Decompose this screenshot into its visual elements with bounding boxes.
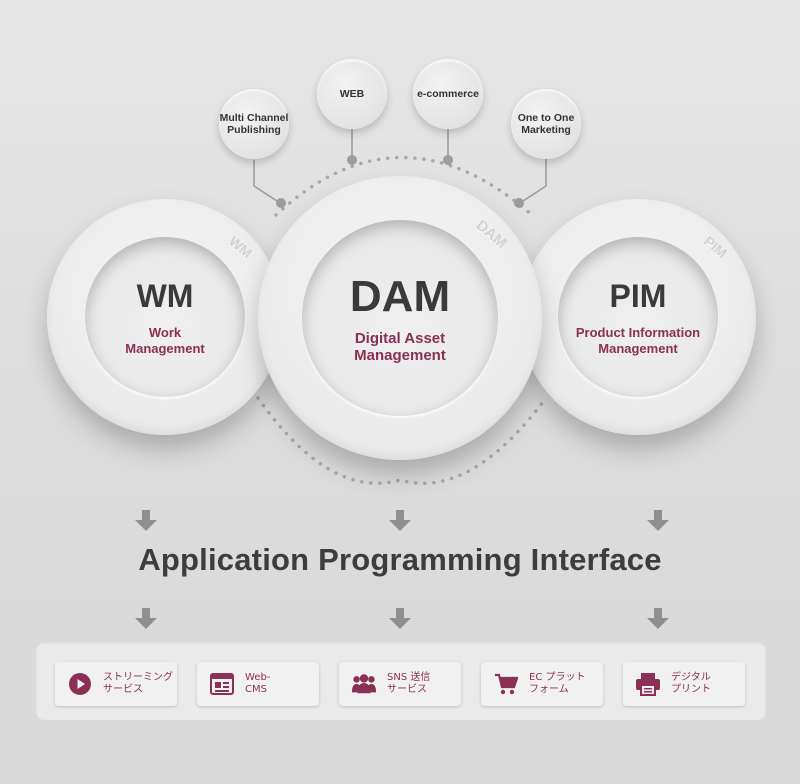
module-abbr-pim: PIM — [609, 277, 667, 314]
module-name-wm: Work Management — [125, 324, 205, 356]
bubble-multi-channel-publishing: Multi Channel Publishing — [219, 89, 289, 159]
down-arrow-icon — [389, 608, 411, 629]
bubble-one-to-one-marketing: One to One Marketing — [511, 89, 581, 159]
ring-pim: PIM PIM Product Information Management — [520, 199, 756, 435]
browser-icon — [209, 671, 235, 697]
ring-wm: WM WM Work Management — [47, 199, 283, 435]
ring-pim-center: PIM Product Information Management — [558, 237, 718, 397]
down-arrow-icon — [647, 510, 669, 531]
output-card-sns: SNS 送信 サービス — [339, 662, 461, 706]
printer-icon — [635, 671, 661, 697]
bubble-web: WEB — [317, 59, 387, 129]
down-arrow-icon — [135, 510, 157, 531]
module-name-pim: Product Information Management — [575, 324, 701, 356]
output-card-webcms: Web- CMS — [197, 662, 319, 706]
connector-multichannel — [253, 160, 281, 204]
api-title: Application Programming Interface — [138, 542, 662, 577]
bubble-label: e-commerce — [417, 88, 479, 100]
ring-dam-center: DAM Digital Asset Management — [302, 220, 498, 416]
bubble-ecommerce: e-commerce — [413, 59, 483, 129]
module-abbr-wm: WM — [136, 277, 194, 314]
bubble-label: WEB — [339, 88, 365, 100]
rim-label-wm: WM — [225, 232, 256, 262]
output-card-streaming: ストリーミング サービス — [55, 662, 177, 706]
output-label: デジタル プリント — [671, 672, 711, 695]
down-arrow-icon — [135, 608, 157, 629]
output-label: Web- CMS — [245, 672, 271, 695]
module-abbr-dam: DAM — [349, 272, 451, 321]
ring-dam: DAM DAM Digital Asset Management — [258, 176, 542, 460]
bubble-label: Multi Channel Publishing — [219, 112, 289, 136]
output-label: ストリーミング サービス — [103, 672, 173, 695]
module-name-dam: Digital Asset Management — [354, 330, 446, 364]
output-card-print: デジタル プリント — [623, 662, 745, 706]
play-icon — [67, 671, 93, 697]
cart-icon — [493, 671, 519, 697]
people-icon — [351, 671, 377, 697]
bubble-label: One to One Marketing — [517, 112, 575, 136]
output-card-ec: EC プラット フォーム — [481, 662, 603, 706]
output-label: SNS 送信 サービス — [387, 672, 431, 695]
connector-onetoone — [519, 158, 547, 204]
ring-wm-center: WM Work Management — [85, 237, 245, 397]
output-label: EC プラット フォーム — [529, 672, 586, 695]
down-arrow-icon — [647, 608, 669, 629]
down-arrow-icon — [389, 510, 411, 531]
dotted-arc — [274, 155, 534, 217]
rim-label-dam: DAM — [472, 217, 510, 252]
